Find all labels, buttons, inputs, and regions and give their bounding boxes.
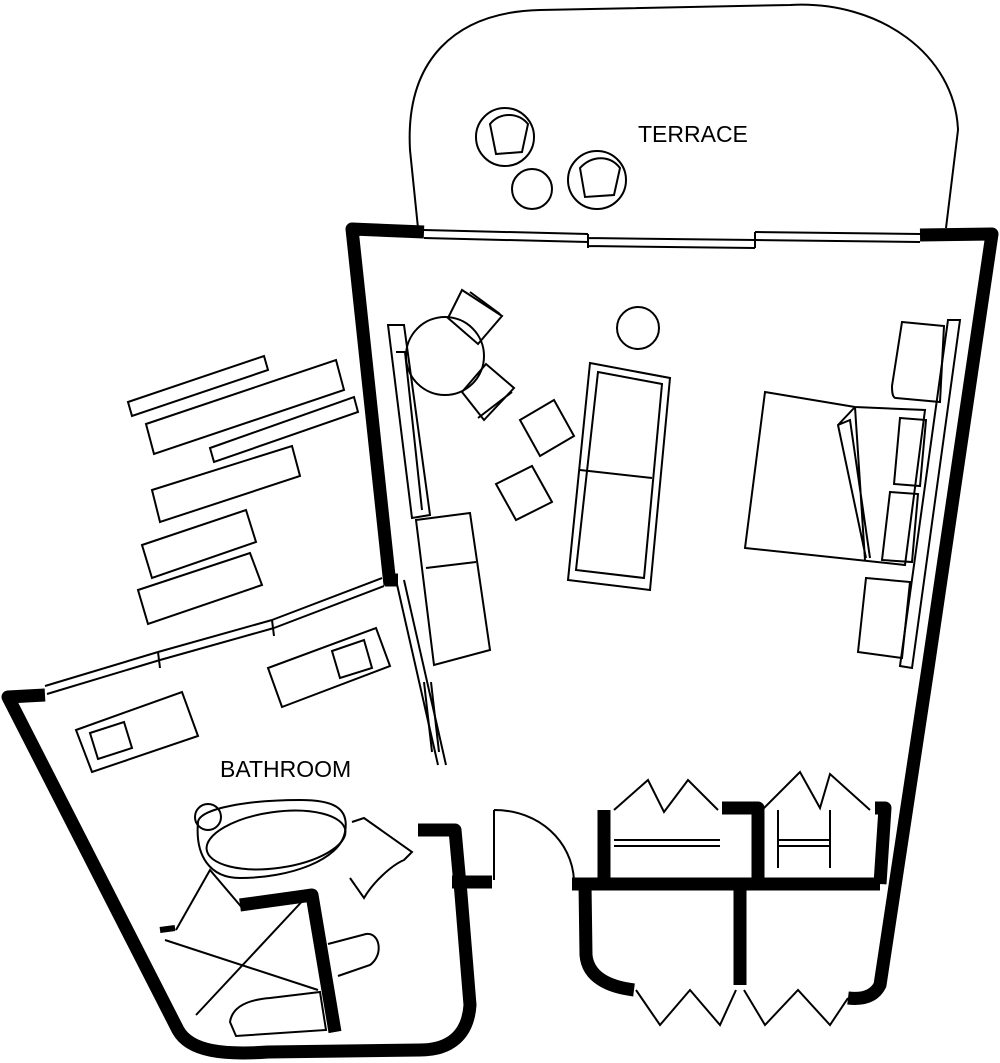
lounger [150,444,302,524]
cabinet-door [743,988,849,1027]
stool [194,803,222,831]
terrace-table [511,168,553,210]
terrace-chair [475,107,535,167]
shower [164,894,319,1016]
ottoman [518,398,576,458]
sofa [566,361,672,592]
closets [613,770,871,1027]
toilet [327,932,380,977]
sink [88,720,134,761]
cabinet-door [635,988,737,1027]
sink [330,638,374,680]
headboard [898,319,962,670]
wall-shower [239,888,342,1034]
vanity [266,626,392,709]
bedroom-furniture [386,288,962,670]
wall-bathroom-left [1,688,477,1060]
closet-door [761,770,871,811]
lounger [208,395,360,464]
outdoor-loungers [126,354,360,626]
lounger [136,551,264,626]
pillow [892,416,928,488]
wall-closet-divider [572,801,892,985]
wall-shower-top [159,925,176,933]
wall-closet-bottom [572,877,635,997]
bathtub-basin [205,809,347,871]
closet-door [613,778,719,814]
terrace-label: TERRACE [638,121,748,147]
lounger [126,354,270,418]
pillow [880,490,920,564]
bathroom-window [44,577,385,695]
shower-tray [228,990,328,1038]
lounger [140,508,258,580]
chair [460,362,516,422]
floor-lamp [616,306,660,350]
terrace-windows [423,229,921,249]
bed-blanket [836,406,871,561]
terrace [408,3,960,229]
lounger [144,358,346,456]
terrace-outline [408,3,960,229]
terrace-chair [567,150,627,210]
ottoman [494,464,554,522]
nightstand [890,320,946,404]
bathroom-fixtures [74,626,414,1038]
dining-table [405,316,485,396]
armchair [414,511,492,667]
chair [446,288,504,346]
desk [386,324,432,520]
vanity [74,690,200,774]
bathroom-label: BATHROOM [220,756,351,782]
wall-left-upper [345,222,425,586]
wall-right [847,227,999,1005]
partition [395,579,447,766]
walls [1,222,999,1060]
bed [743,390,927,567]
entry-door[interactable] [493,809,575,881]
